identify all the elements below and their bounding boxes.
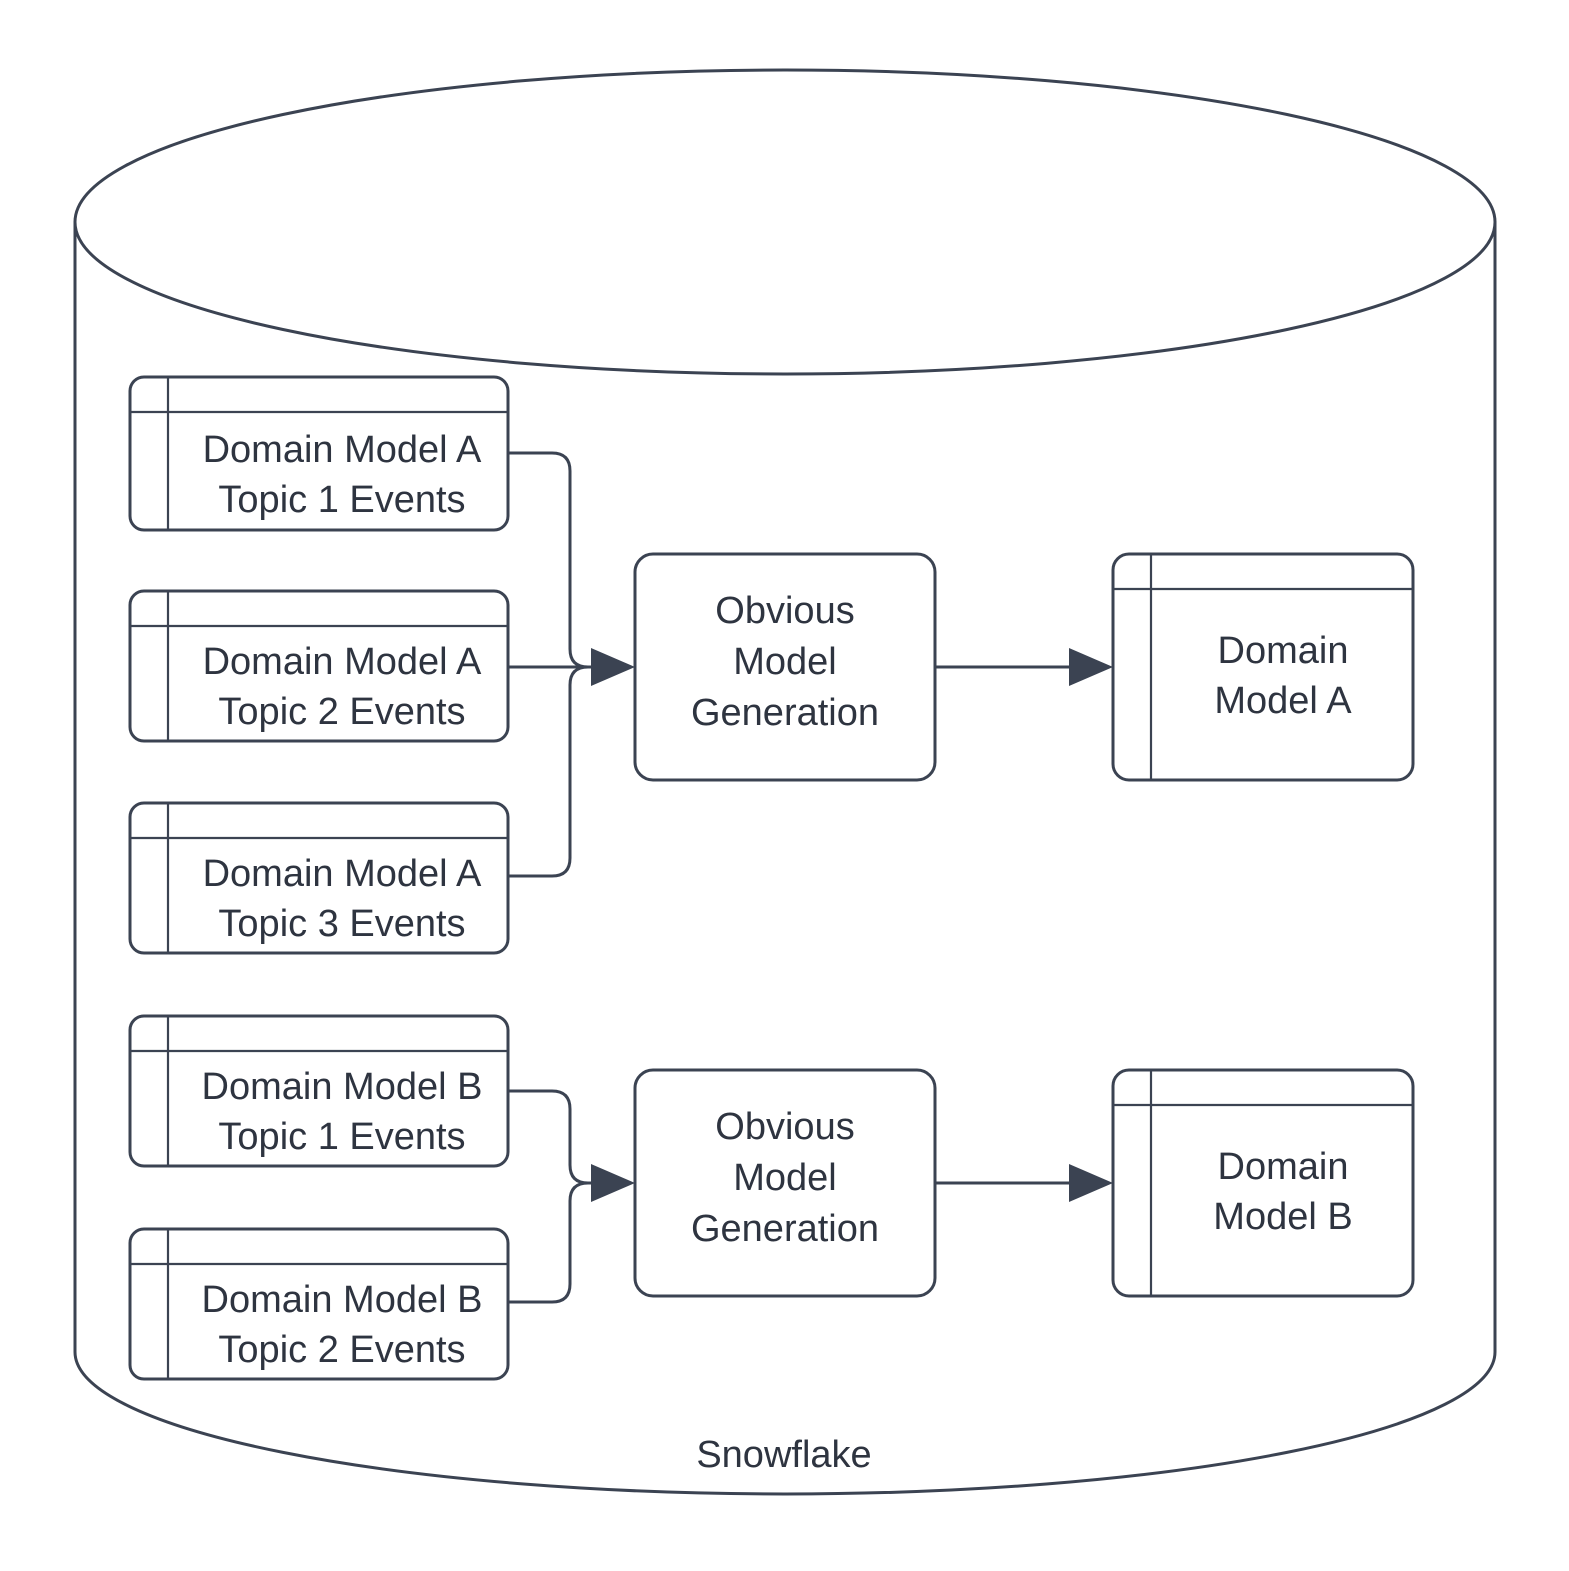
node-label-line-1: Domain	[1218, 630, 1349, 672]
node-label-line-2: Topic 1 Events	[218, 1116, 465, 1158]
table-shape-outline	[1111, 1068, 1415, 1298]
node-label-line-1: Obvious	[715, 590, 854, 632]
table-shape-outline	[1111, 552, 1415, 782]
node-dmb-topic1[interactable]: Domain Model B Topic 1 Events	[128, 1014, 510, 1168]
table-shape-outline	[128, 375, 510, 532]
node-label-line-1: Domain Model A	[203, 429, 482, 471]
node-label-line-1: Domain	[1218, 1146, 1349, 1188]
arrowhead-into-domain-model-a	[1069, 648, 1113, 686]
arrowhead-into-omg-b	[591, 1164, 635, 1202]
node-label-line-2: Model B	[1213, 1196, 1352, 1238]
snowflake-cylinder	[73, 68, 1497, 1496]
node-dmb-topic2[interactable]: Domain Model B Topic 2 Events	[128, 1227, 510, 1381]
node-label-line-3: Generation	[691, 692, 879, 734]
process-shape-outline	[633, 552, 937, 782]
node-label-line-2: Model	[733, 641, 837, 683]
table-shape-outline	[128, 589, 510, 743]
process-shape-outline	[633, 1068, 937, 1298]
node-label-line-2: Model	[733, 1157, 837, 1199]
node-domain-model-b[interactable]: Domain Model B	[1111, 1068, 1415, 1298]
node-domain-model-a[interactable]: Domain Model A	[1111, 552, 1415, 782]
node-dma-topic3[interactable]: Domain Model A Topic 3 Events	[128, 801, 510, 955]
cylinder-top-ellipse	[73, 68, 1497, 376]
node-label-line-1: Domain Model B	[202, 1279, 483, 1321]
node-label-line-2: Topic 2 Events	[218, 691, 465, 733]
table-shape-outline	[128, 801, 510, 955]
node-label-line-2: Model A	[1214, 680, 1352, 722]
node-label-line-2: Topic 3 Events	[218, 903, 465, 945]
cylinder-body	[73, 220, 1497, 1496]
node-label-line-3: Generation	[691, 1208, 879, 1250]
table-shape-outline	[128, 1014, 510, 1168]
arrowhead-into-omg-a	[591, 648, 635, 686]
node-label-line-2: Topic 1 Events	[218, 479, 465, 521]
edge-dmb-topic2-to-omg-b	[508, 1181, 600, 1304]
node-dma-topic2[interactable]: Domain Model A Topic 2 Events	[128, 589, 510, 743]
edge-group-a	[508, 451, 1113, 878]
node-dma-topic1[interactable]: Domain Model A Topic 1 Events	[128, 375, 510, 532]
node-omg-a[interactable]: Obvious Model Generation	[633, 552, 937, 782]
node-label-line-1: Domain Model A	[203, 853, 482, 895]
edge-group-b	[508, 1089, 1113, 1304]
edge-dma-topic3-to-omg-a	[508, 665, 600, 878]
node-label-line-2: Topic 2 Events	[218, 1329, 465, 1371]
node-label-line-1: Domain Model B	[202, 1066, 483, 1108]
edge-dmb-topic1-to-omg-b	[508, 1089, 600, 1185]
arrowhead-into-domain-model-b	[1069, 1164, 1113, 1202]
node-label-line-1: Domain Model A	[203, 641, 482, 683]
cylinder-label-snowflake: Snowflake	[696, 1434, 871, 1476]
edge-dma-topic1-to-omg-a	[508, 451, 600, 669]
node-omg-b[interactable]: Obvious Model Generation	[633, 1068, 937, 1298]
table-shape-outline	[128, 1227, 510, 1381]
node-label-line-1: Obvious	[715, 1106, 854, 1148]
